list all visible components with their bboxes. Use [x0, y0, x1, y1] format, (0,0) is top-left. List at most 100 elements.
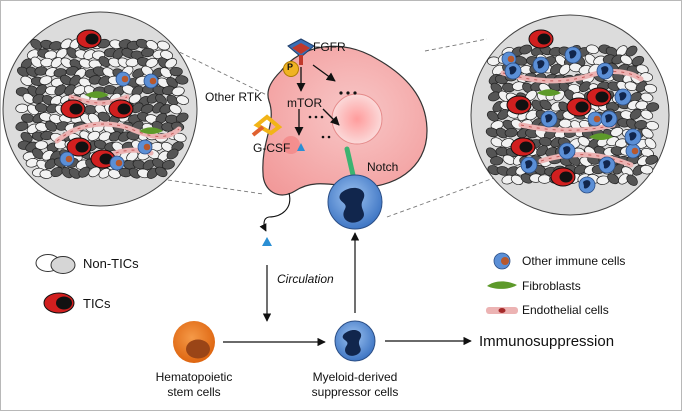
non-tic-cell — [87, 130, 101, 141]
mdsc-label: Myeloid-derived suppressor cells — [295, 370, 415, 400]
ellipsis-dots — [308, 91, 357, 139]
hsc-label-line1: Hematopoietic — [155, 370, 233, 384]
gcsf-ligand-icon — [297, 143, 305, 151]
non-tic-cell — [64, 84, 76, 96]
gcsf-label: G-CSF — [253, 141, 291, 155]
non-tic-cell — [157, 40, 170, 51]
legend-immune-cell-label: Other immune cells — [522, 254, 626, 268]
non-tic-cell — [646, 102, 660, 112]
non-tic-cell — [175, 112, 189, 123]
non-tic-cell — [54, 84, 66, 96]
mtor-label: mTOR — [287, 96, 323, 110]
fibroblast — [589, 133, 613, 140]
phosphate-icon — [283, 61, 299, 77]
non-tic-cell — [39, 75, 53, 86]
legend-endothelial-icon — [486, 307, 518, 314]
non-tic-cell — [83, 49, 96, 60]
non-tic-cell — [141, 47, 155, 58]
mdsc-label-line2: suppressor cells — [311, 385, 399, 399]
non-tic-cell — [537, 174, 552, 184]
non-tic-cell — [625, 45, 638, 57]
non-tic-cell — [640, 165, 654, 175]
circulation-label: Circulation — [277, 272, 334, 286]
non-tic-cell — [558, 118, 572, 129]
non-tic-cell — [620, 54, 633, 66]
non-tic-cell — [45, 120, 57, 132]
non-tic-cell — [15, 121, 29, 132]
non-tic-cell — [644, 137, 657, 149]
endothelial-nuclei — [502, 71, 642, 82]
secretion-arrow — [259, 192, 291, 232]
left-tumor-tissue — [2, 11, 198, 207]
legend-endothelial-label: Endothelial cells — [522, 303, 609, 317]
non-tic-cell — [108, 131, 122, 142]
non-tic-cell — [145, 57, 159, 68]
phosphate-label: P — [287, 62, 294, 72]
non-tic-cell — [490, 156, 504, 166]
non-tic-cell — [128, 93, 142, 104]
endothelial-nuclei — [520, 124, 614, 131]
fgfr-label: FGFR — [313, 40, 346, 54]
endothelial-nuclei — [56, 123, 180, 142]
fgfr-receptor-icon — [287, 38, 315, 65]
non-tic-cell — [34, 140, 48, 150]
non-tic-cell — [486, 110, 499, 122]
non-tic-cell — [607, 173, 620, 185]
non-tic-cell — [640, 109, 654, 120]
non-tic-cell — [30, 38, 43, 50]
legend-non-tic-icon — [35, 254, 76, 274]
non-tic-cell — [50, 57, 63, 69]
non-tic-cell — [88, 166, 101, 178]
non-tic-cell — [159, 67, 172, 79]
notch-receptor-icon — [344, 146, 356, 178]
non-tic-cell — [166, 94, 179, 106]
non-tic-cell — [176, 95, 190, 105]
notch-label: Notch — [367, 160, 399, 174]
legend-tic-label: TICs — [83, 296, 111, 311]
non-tic-cell — [536, 145, 548, 157]
secreted-gcsf-icon — [262, 237, 272, 246]
non-tic-cell — [559, 63, 571, 76]
gcsf-receptor-icon — [251, 114, 283, 137]
fibroblast — [139, 127, 163, 134]
non-tic-cell — [171, 86, 185, 97]
legend-non-tic-label: Non-TICs — [83, 256, 139, 271]
immunosuppression-label: Immunosuppression — [479, 333, 615, 350]
legend-fibroblast-icon — [487, 281, 517, 289]
other-rtk-label: Other RTK — [205, 90, 263, 104]
hsc-label-line2: stem cells — [167, 385, 221, 399]
non-tic-cell — [161, 160, 175, 170]
non-tic-cell — [635, 64, 649, 75]
non-tic-cell — [612, 163, 625, 175]
non-tic-cell — [578, 81, 591, 92]
legend-immune-cell-icon — [493, 252, 511, 270]
mdsc-cell-large — [327, 174, 383, 230]
fibroblast — [85, 91, 109, 98]
non-tic-cell — [586, 44, 599, 55]
non-tic-cell — [504, 128, 518, 138]
zoom-guide-lines — [160, 38, 514, 218]
non-tic-cell — [35, 84, 47, 96]
non-tic-cell — [98, 131, 112, 142]
mdsc-cell-small — [334, 320, 376, 362]
hsc-label: Hematopoietic stem cells — [141, 370, 247, 400]
non-tic-cell — [645, 154, 659, 165]
non-tic-cell — [60, 38, 73, 50]
non-tic-cell — [641, 127, 654, 139]
non-tic-cell — [645, 121, 659, 131]
non-tic-cell — [175, 75, 189, 85]
right-tumor-tissue — [470, 14, 670, 216]
non-tic-cell — [643, 83, 658, 94]
non-tic-cell — [98, 56, 111, 68]
non-tic-cell — [626, 174, 638, 186]
non-tic-cell — [169, 66, 183, 77]
hematopoietic-stem-cell — [173, 321, 215, 363]
signaling-arrows — [294, 64, 340, 136]
fibroblast — [537, 89, 561, 96]
non-tic-cell — [164, 58, 178, 69]
non-tic-cell — [78, 166, 91, 178]
legend-tic-icon — [43, 292, 75, 314]
non-tic-cell — [50, 95, 63, 106]
